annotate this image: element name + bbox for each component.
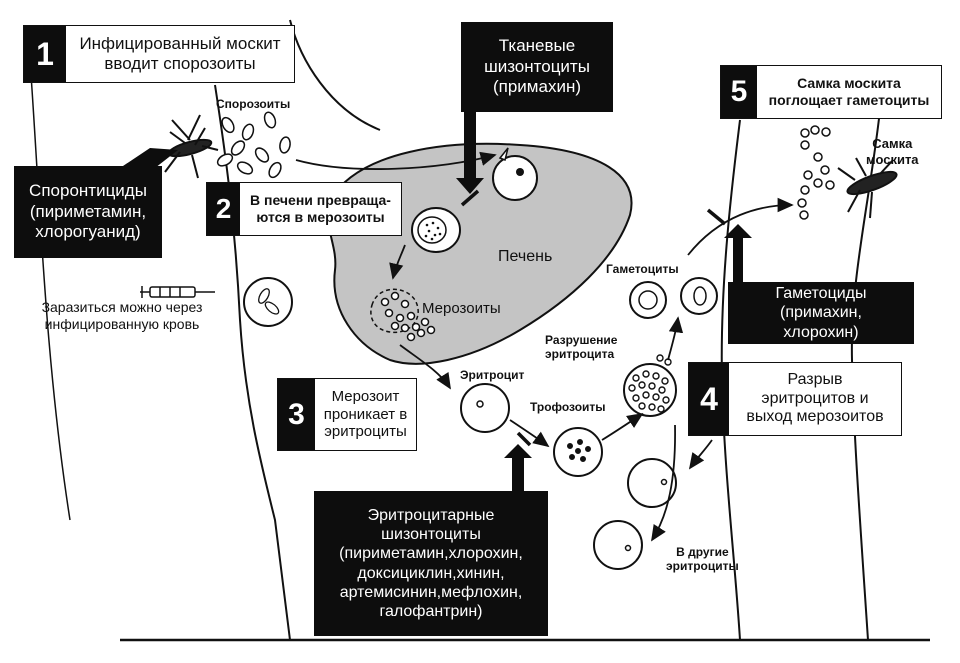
- label-blood-infection: Заразиться можно через инфицированную кр…: [41, 299, 203, 332]
- sporonticides-box: Споронтициды (пириметамин, хлорогуанид): [14, 166, 162, 258]
- block-marks: [460, 189, 727, 447]
- step-2-number: 2: [207, 183, 240, 235]
- tissue-schizonticides-box: Тканевые шизонтоциты (примахин): [461, 22, 613, 112]
- step-3-box: 3 Мерозоит проникает в эритроциты: [277, 378, 417, 451]
- mosquito-right-icon: [837, 157, 898, 219]
- ingested-gametocytes: [797, 125, 835, 220]
- ruptured-erythrocyte: [623, 354, 677, 417]
- merozoites-cluster: [370, 288, 436, 342]
- label-trophozoites: Трофозоиты: [530, 400, 606, 414]
- step-1-box: 1 Инфицированный москит вводит спорозоит…: [23, 25, 295, 83]
- step-5-text: Самка москита поглощает гаметоциты: [768, 75, 930, 108]
- released-erythrocytes: [593, 458, 677, 570]
- liver-shape: [326, 142, 633, 365]
- label-erythrocyte: Эритроцит: [460, 368, 525, 382]
- label-female-mosquito: Самка москита: [866, 136, 919, 167]
- label-sporozoites: Спорозоиты: [216, 97, 291, 111]
- trophozoite-cell: [553, 427, 603, 477]
- step-2-box: 2 В печени превраща- ются в мерозоиты: [206, 182, 402, 236]
- step-5-number: 5: [721, 66, 757, 118]
- mosquito-left-icon: [164, 114, 219, 179]
- liver-cell-tissue-schizont: [492, 147, 538, 201]
- step-4-box: 4 Разрыв эритроцитов и выход мерозоитов: [688, 362, 902, 436]
- step-3-text: Мерозоит проникает в эритроциты: [323, 387, 408, 441]
- label-merozoites: Мерозоиты: [422, 300, 501, 317]
- label-other-erythrocytes: В другие эритроциты: [666, 545, 739, 574]
- infected-blood-cell: [243, 277, 293, 327]
- step-3-number: 3: [278, 379, 315, 450]
- gametocytes: [629, 277, 718, 319]
- step-5-box: 5 Самка москита поглощает гаметоциты: [720, 65, 942, 119]
- label-gametocytes: Гаметоциты: [606, 262, 679, 276]
- gametocides-box: Гаметоциды (примахин, хлорохин): [728, 282, 914, 344]
- label-erythrocyte-destruction: Разрушение эритроцита: [545, 333, 618, 362]
- step-2-text: В печени превраща- ются в мерозоиты: [250, 192, 391, 225]
- step-1-text: Инфицированный москит вводит спорозоиты: [79, 33, 281, 73]
- step-4-number: 4: [689, 363, 729, 435]
- erythrocyte: [460, 383, 510, 433]
- step-4-text: Разрыв эритроцитов и выход мерозоитов: [746, 370, 884, 426]
- step-1-number: 1: [24, 26, 66, 82]
- liver-cell-schizont: [411, 207, 461, 253]
- syringe-icon: [140, 286, 215, 298]
- label-liver: Печень: [498, 248, 553, 265]
- erythrocytic-schizonticides-box: Эритроцитарные шизонтоциты (пириметамин,…: [314, 491, 548, 636]
- sporozoites: [216, 111, 291, 179]
